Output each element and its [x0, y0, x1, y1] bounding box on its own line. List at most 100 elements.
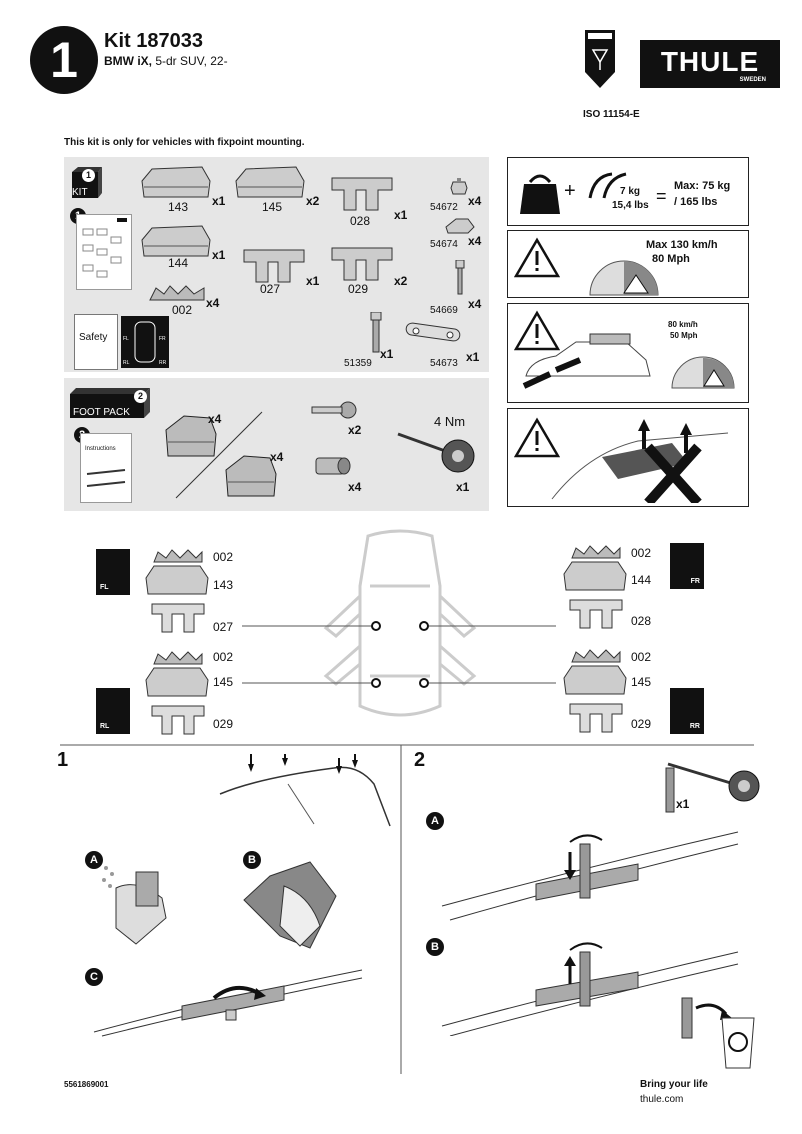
speed-small-mph: 50 Mph [670, 331, 698, 340]
no-lift-warning-box [507, 408, 749, 507]
bracket-029-icon [331, 247, 393, 281]
fr-bracket-code: 028 [631, 614, 652, 628]
fixpoint-notice: This kit is only for vehicles with fixpo… [64, 137, 305, 148]
foot-leaflet: Instructions [80, 433, 132, 503]
max-load-kg: Max: 75 kg [674, 180, 731, 192]
roof-bars-icon [588, 172, 627, 199]
part-code-54673: 54673 [430, 358, 458, 369]
kit-badge-number: 1 [82, 169, 95, 182]
vehicle-subtitle: BMW iX, 5-dr SUV, 22- [104, 54, 228, 68]
bolt-51359-icon [370, 312, 382, 353]
vehicle-details: 5-dr SUV, 22- [152, 54, 228, 68]
vehicle-model: BMW iX, [104, 54, 152, 68]
step-1b-letter: B [243, 851, 261, 869]
load-capacity-box: + 7 kg 15,4 lbs = Max: 75 kg / 165 lbs [507, 157, 749, 226]
rl-pad-code: 145 [213, 675, 234, 689]
part-qty-145: x2 [306, 194, 320, 208]
safety-label: Safety [79, 332, 108, 343]
part-qty-143: x1 [212, 194, 226, 208]
speed-limit-box: Max 130 km/h 80 Mph [507, 230, 749, 298]
part-qty-54672: x4 [468, 194, 482, 208]
weight-icon [520, 174, 560, 214]
pad-144-icon [141, 225, 211, 257]
warning-triangle-icon [514, 237, 560, 278]
fl-pad-code: 143 [213, 578, 234, 592]
car-top-view-diagram [242, 529, 556, 717]
roof-rail-check-diagram [93, 969, 363, 1037]
speedometer-icon [589, 260, 659, 296]
part-code-51359: 51359 [344, 358, 372, 369]
front-right-stack-icon [563, 545, 627, 629]
part-code-145: 145 [262, 200, 283, 214]
part-code-002: 002 [172, 303, 193, 317]
fl-rubber-code: 002 [213, 550, 234, 564]
foot-qty-1: x4 [208, 412, 222, 426]
bolt-54672-icon [450, 178, 468, 195]
foot-unit-icon [165, 415, 217, 457]
rear-left-stack-icon [145, 651, 209, 735]
key-icon [311, 401, 357, 419]
section-divider-lines [60, 744, 754, 1074]
part-code-027: 027 [260, 282, 281, 296]
iso-standard: ISO 11154-E [583, 109, 640, 120]
corner-card-rl: RL [96, 688, 130, 734]
part-code-54669: 54669 [430, 305, 458, 316]
kit-leaflet [76, 214, 132, 290]
part-code-54672: 54672 [430, 202, 458, 213]
bracket-028-icon [331, 177, 393, 211]
max-load-lbs: / 165 lbs [674, 196, 718, 208]
lock-qty: x4 [348, 480, 362, 494]
roof-fixpoint-cleaning-diagram [219, 754, 391, 827]
corner-rr: RR [159, 360, 167, 366]
torque-label: 4 Nm [434, 414, 466, 429]
car-corners-card: FL FR RL RR [121, 316, 169, 368]
kit-badge-label: KIT [72, 187, 88, 198]
clip-54674-icon [445, 218, 475, 234]
part-qty-51359: x1 [380, 347, 394, 361]
warning-triangle-icon [514, 417, 560, 458]
foot-badge-number: 2 [134, 390, 147, 403]
fl-bracket-code: 027 [213, 620, 234, 634]
load-weight: 7 kg [620, 186, 641, 197]
part-qty-144: x1 [212, 248, 226, 262]
speed-limit-kmh: Max 130 km/h [646, 239, 718, 251]
corner-card-rl-label: RL [100, 723, 110, 730]
roof-bar-thumbnail-icon [86, 469, 126, 487]
speed-small-kmh: 80 km/h [668, 320, 698, 329]
corner-card-fl: FL [96, 549, 130, 595]
fr-rubber-code: 002 [631, 546, 652, 560]
safety-leaflet: Safety [74, 314, 118, 370]
step-1a-letter: A [85, 851, 103, 869]
hand-wipe-cloth-icon [243, 861, 337, 949]
step-2b-letter: B [426, 938, 444, 956]
torque-tool-small-icon [665, 762, 760, 813]
footer-url[interactable]: thule.com [640, 1094, 684, 1105]
part-code-54674: 54674 [430, 239, 458, 250]
plate-54673-icon [405, 322, 461, 342]
part-qty-54674: x4 [468, 234, 482, 248]
bracket-027-icon [243, 249, 305, 283]
foot-leaflet-title: Instructions [85, 446, 116, 452]
corner-rl: RL [123, 360, 130, 366]
hand-cleaner-spray-icon [102, 866, 167, 945]
part-qty-002: x4 [206, 296, 220, 310]
divider-line [175, 411, 263, 499]
foot-unit-alt-icon [225, 455, 277, 497]
corner-card-fr: FR [670, 543, 704, 589]
install-screw-diagram [441, 831, 739, 921]
lock-cylinder-icon [315, 457, 351, 475]
corner-card-rr: RR [670, 688, 704, 734]
step-2-tool-qty: x1 [676, 797, 690, 811]
foot-badge-label: FOOT PACK [73, 407, 130, 418]
car-with-load-icon [522, 333, 651, 389]
front-left-stack-icon [145, 549, 209, 633]
step-number-badge: 1 [30, 26, 98, 94]
foot-qty-2: x4 [270, 450, 284, 464]
car-top-view-icon [134, 321, 156, 363]
step-1c-letter: C [85, 968, 103, 986]
torque-tool-qty: x1 [456, 480, 470, 494]
fr-pad-code: 144 [631, 573, 652, 587]
rl-rubber-code: 002 [213, 650, 234, 664]
step-2-number: 2 [414, 749, 426, 771]
thule-logo: THULE SWEDEN [640, 40, 780, 88]
